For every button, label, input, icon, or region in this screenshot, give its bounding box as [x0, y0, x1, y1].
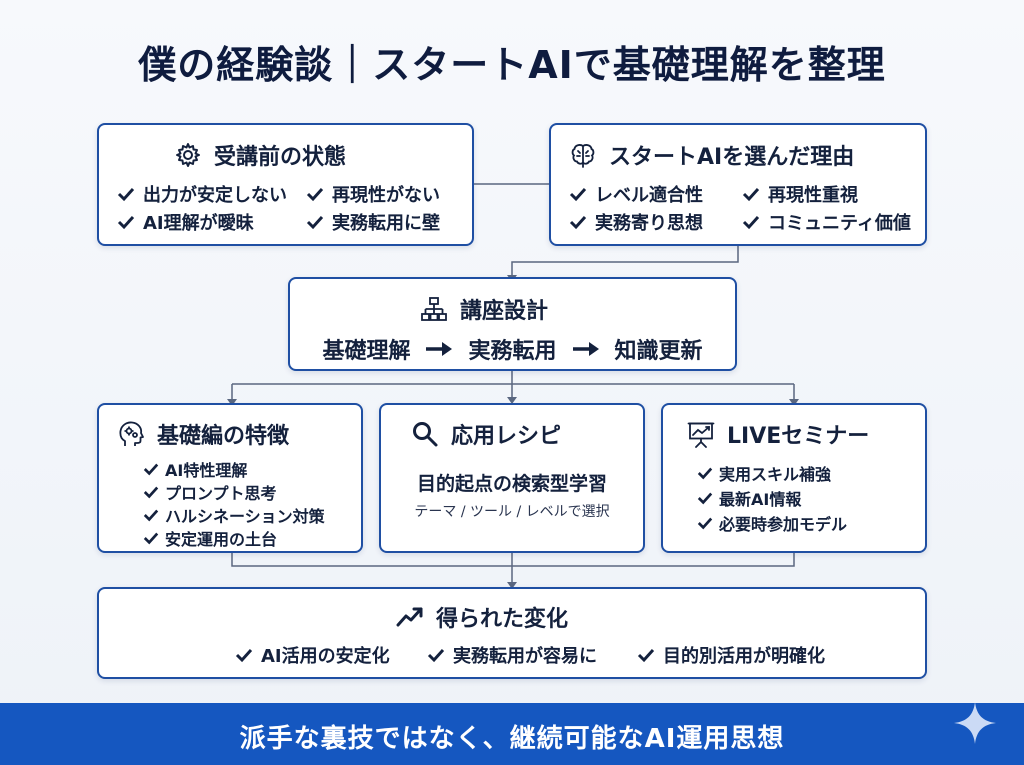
- recipe-title-text: 応用レシピ: [451, 424, 562, 449]
- reason-title: スタートAIを選んだ理由: [569, 139, 854, 171]
- check-icon: [143, 461, 159, 477]
- trend-up-icon: [396, 603, 424, 631]
- recipe-main-text: 目的起点の検索型学習: [416, 473, 607, 495]
- check-icon: [697, 465, 713, 481]
- basics-item-2: プロンプト思考: [143, 480, 277, 504]
- live-box: LIVEセミナー 実用スキル補強 最新AI情報 必要時参加モデル: [661, 403, 927, 553]
- check-icon: [143, 484, 159, 500]
- check-icon: [427, 646, 445, 664]
- design-flow: 基礎理解 実務転用 知識更新: [290, 333, 735, 365]
- check-icon: [742, 185, 760, 203]
- basics-item-4: 安定運用の土台: [143, 526, 277, 550]
- gear-icon: [174, 141, 202, 169]
- head-gears-icon: [117, 420, 145, 448]
- check-icon: [143, 530, 159, 546]
- page-title: 僕の経験談｜スタートAIで基礎理解を整理: [138, 43, 886, 87]
- presentation-icon: [687, 420, 715, 448]
- basics-item-1: AI特性理解: [143, 457, 247, 481]
- footer-banner: 派手な裏技ではなく、継続可能なAI運用思想: [0, 703, 1024, 765]
- result-item-2: 実務転用が容易に: [427, 642, 597, 668]
- design-title: 講座設計: [420, 293, 548, 325]
- check-icon: [569, 213, 587, 231]
- before-box: 受講前の状態 出力が安定しない 再現性がない AI理解が曖昧 実務転用に壁: [97, 123, 474, 246]
- check-icon: [306, 185, 324, 203]
- check-icon: [306, 213, 324, 231]
- footer-text: 派手な裏技ではなく、継続可能なAI運用思想: [239, 724, 785, 754]
- before-title-text: 受講前の状態: [214, 145, 347, 170]
- basics-title: 基礎編の特徴: [117, 418, 289, 450]
- before-item-4: 実務転用に壁: [306, 209, 440, 235]
- before-item-2: 再現性がない: [306, 181, 440, 207]
- live-item-3: 必要時参加モデル: [697, 511, 847, 535]
- recipe-box: 応用レシピ 目的起点の検索型学習 テーマ / ツール / レベルで選択: [379, 403, 645, 553]
- live-item-2: 最新AI情報: [697, 486, 801, 510]
- design-box: 講座設計 基礎理解 実務転用 知識更新: [288, 277, 737, 371]
- live-item-1: 実用スキル補強: [697, 461, 831, 485]
- reason-title-text: スタートAIを選んだ理由: [609, 145, 855, 170]
- result-title: 得られた変化: [396, 601, 568, 633]
- flow-step-3: 知識更新: [614, 339, 703, 364]
- check-icon: [637, 646, 655, 664]
- recipe-title: 応用レシピ: [411, 418, 561, 450]
- reason-box: スタートAIを選んだ理由 レベル適合性 再現性重視 実務寄り思想 コミュニティ価…: [549, 123, 927, 246]
- design-title-text: 講座設計: [460, 299, 549, 324]
- flow-step-2: 実務転用: [468, 339, 557, 364]
- arrow-right-icon: [424, 339, 454, 359]
- result-box: 得られた変化 AI活用の安定化 実務転用が容易に 目的別活用が明確化: [97, 587, 927, 679]
- check-icon: [235, 646, 253, 664]
- check-icon: [697, 515, 713, 531]
- basics-item-3: ハルシネーション対策: [143, 503, 325, 527]
- basics-title-text: 基礎編の特徴: [157, 424, 290, 449]
- reason-item-3: 実務寄り思想: [569, 209, 703, 235]
- live-title: LIVEセミナー: [687, 418, 869, 450]
- before-item-3: AI理解が曖昧: [117, 209, 254, 235]
- hierarchy-icon: [420, 295, 448, 323]
- check-icon: [117, 185, 135, 203]
- reason-item-1: レベル適合性: [569, 181, 703, 207]
- check-icon: [143, 507, 159, 523]
- recipe-sub-text: テーマ / ツール / レベルで選択: [414, 504, 610, 520]
- check-icon: [117, 213, 135, 231]
- reason-item-2: 再現性重視: [742, 181, 858, 207]
- reason-item-4: コミュニティ価値: [742, 209, 911, 235]
- result-item-3: 目的別活用が明確化: [637, 642, 825, 668]
- result-item-1: AI活用の安定化: [235, 642, 390, 668]
- check-icon: [742, 213, 760, 231]
- brain-icon: [569, 141, 597, 169]
- basics-box: 基礎編の特徴 AI特性理解 プロンプト思考 ハルシネーション対策 安定運用の土台: [97, 403, 363, 553]
- before-title: 受講前の状態: [174, 139, 346, 171]
- before-item-1: 出力が安定しない: [117, 181, 287, 207]
- result-title-text: 得られた変化: [436, 607, 569, 632]
- flow-step-1: 基礎理解: [322, 339, 411, 364]
- search-icon: [411, 420, 439, 448]
- live-title-text: LIVEセミナー: [727, 424, 870, 449]
- arrow-right-icon: [571, 339, 601, 359]
- check-icon: [697, 490, 713, 506]
- sparkle-icon: [954, 702, 996, 744]
- check-icon: [569, 185, 587, 203]
